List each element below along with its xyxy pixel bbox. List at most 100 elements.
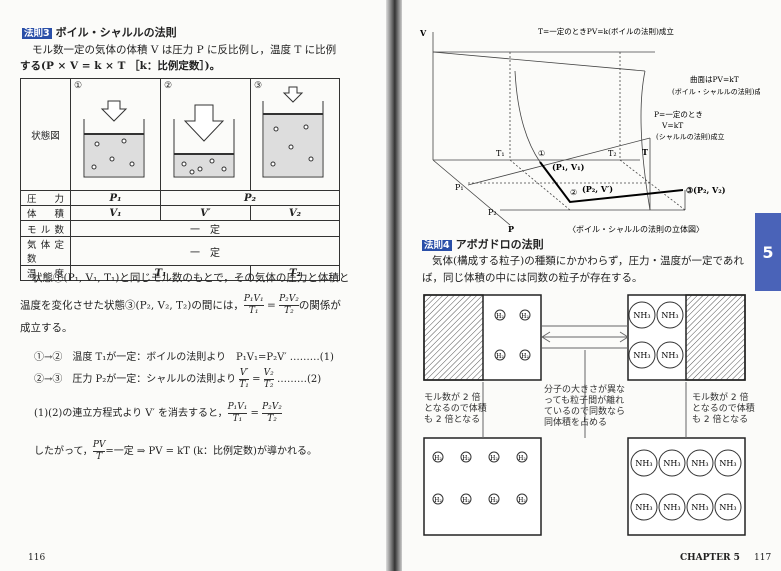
den: T₁ (248, 306, 259, 316)
num: V₂ (263, 368, 274, 380)
molecule-label: H₂ (434, 497, 442, 504)
den: T₂ (267, 414, 277, 424)
state-diagram-2: ② (160, 78, 251, 191)
molecule-label: H₂ (490, 455, 498, 462)
num: V′ (239, 368, 249, 380)
molecule-circle (460, 451, 472, 463)
t1-label: T₁ (496, 149, 505, 158)
paragraph: ば，同じ体積の中には同数の粒子が存在する。 (422, 272, 643, 284)
den: T (96, 452, 103, 462)
num: PV (92, 440, 106, 452)
text: 温度を変化させた状態③(P₂, V₂, T₂)の間には， (20, 299, 244, 312)
law-title: アボガドロの法則 (455, 238, 544, 251)
molecule-circle (432, 451, 444, 463)
fraction: V′T₁ (239, 368, 249, 391)
intro-text: する(P × V = k × T ［k：比例定数］)。 (20, 60, 221, 72)
molecule-circle (658, 493, 686, 521)
footer-chapter: CHAPTER 5 (680, 553, 740, 563)
molecule-label: H₂ (434, 455, 442, 462)
note-line: も 2 倍となる (692, 415, 749, 425)
cell: V′ (160, 205, 251, 221)
molecule-label: H₂ (518, 497, 526, 504)
point-2-label: (P₂, V′) (582, 184, 613, 194)
molecule-label: H₂ (518, 455, 526, 462)
num: P₂V₂ (262, 402, 282, 414)
right-page: V T P T₁ T₂ P₁ P₂ T=一定のときPV=k(ボイルの法則)成立 … (402, 0, 781, 571)
value: V′ (200, 207, 211, 219)
axis-t-label: T (642, 147, 648, 157)
cylinder-diagram (173, 104, 234, 178)
charles-note: P=一定のとき (654, 109, 703, 119)
text: (1)(2)の連立方程式より V′ を消去すると， (34, 408, 228, 419)
value: V₂ (288, 207, 302, 219)
value: P₁ (109, 192, 122, 204)
paragraph: 状態①(P₁, V₁, T₁)と同じモル数のもとで，その気体の圧力と体積と (32, 272, 350, 284)
molecule-circle (488, 493, 500, 505)
den: T₁ (239, 380, 249, 390)
molecule-label: NH₃ (719, 459, 736, 468)
text: の関係が (298, 299, 341, 312)
cylinder-diagram (83, 100, 144, 178)
note-line: も 2 倍となる (424, 415, 481, 425)
cell: T₂ (250, 265, 340, 281)
note-line: となるので体積 (424, 404, 487, 414)
note-line: となるので体積 (692, 404, 755, 414)
value: T₂ (289, 267, 301, 279)
molecule-circle (686, 449, 714, 477)
axis-v-label: V (419, 28, 427, 38)
num: P₁V₁ (243, 294, 264, 306)
molecule-label: NH₃ (691, 503, 708, 512)
molecule-label: NH₃ (633, 351, 650, 360)
cylinder-diagram (262, 86, 324, 178)
molecule-circle (519, 349, 531, 361)
molecule-label: H₂ (521, 353, 529, 360)
molecule-circle (516, 493, 528, 505)
law-tag: 法則4 (422, 240, 452, 251)
den: T₂ (284, 306, 294, 316)
molecule-label: NH₃ (663, 459, 680, 468)
molecule-circle (628, 341, 656, 369)
molecule-label: NH₃ (691, 459, 708, 468)
molecule-label: NH₃ (663, 503, 680, 512)
note-line: ているので同数なら (544, 407, 626, 417)
value: P₂ (244, 192, 256, 204)
molecule-label: H₂ (521, 313, 529, 320)
row-label: モル数 (20, 220, 71, 237)
cell: 一 定 (70, 236, 340, 266)
molecule-circle (714, 493, 742, 521)
text: =一定 ⇒ PV = kT (k：比例定数)が導かれる。 (105, 446, 317, 457)
chapter-tab: 5 (755, 213, 781, 291)
molecule-circle (686, 493, 714, 521)
t2-label: T₂ (608, 149, 617, 158)
cell: V₂ (250, 205, 340, 221)
num: P₁V₁ (227, 402, 248, 414)
molecule-circle (656, 341, 684, 369)
row-label: 圧 力 (20, 190, 71, 206)
cell: P₂ (160, 190, 340, 206)
molecule-circle (494, 309, 506, 321)
note-line: 分子の大きさが異な (544, 385, 626, 395)
p1-label: P₁ (455, 183, 464, 192)
molecule-label: NH₃ (633, 311, 650, 320)
text: ②→③ 圧力 P₂が一定：シャルルの法則より (34, 374, 237, 385)
molecule-circle (658, 449, 686, 477)
molecule-label: NH₃ (661, 311, 678, 320)
paragraph: 成立する。 (20, 322, 73, 334)
row-label: 体 積 (20, 205, 71, 221)
den: T₁ (232, 414, 243, 424)
note-line: モル数が 2 倍 (424, 393, 481, 403)
law-tag: 法則3 (22, 28, 52, 39)
point-1: ① (538, 149, 545, 158)
molecule-label: H₂ (462, 455, 470, 462)
